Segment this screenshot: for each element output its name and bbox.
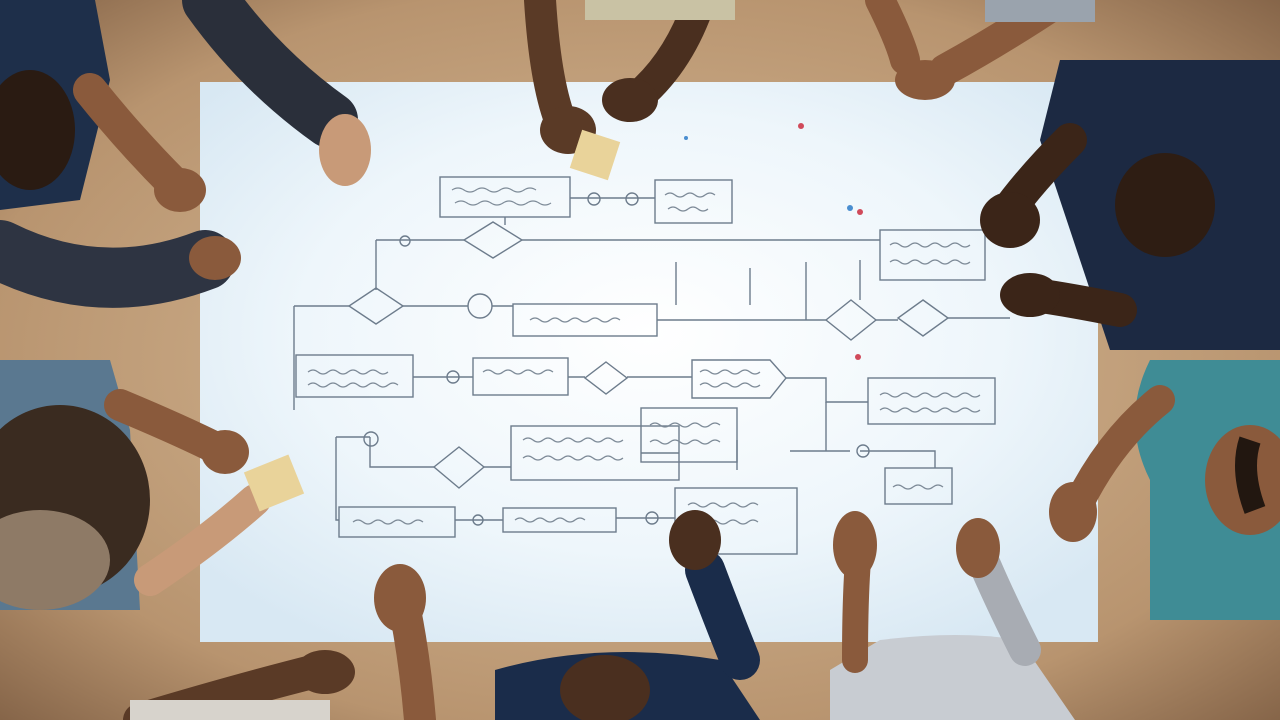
- process-box: [884, 467, 953, 505]
- connector-line: [294, 305, 1010, 321]
- process-box: [879, 229, 986, 281]
- person-right: [980, 60, 1280, 350]
- person-right-teal: [1049, 360, 1280, 620]
- process-box: [295, 354, 414, 398]
- person-top-center: [524, 0, 735, 181]
- process-box: [867, 377, 996, 425]
- person-bottom-left: [123, 564, 436, 720]
- person-top-arm-left: [182, 0, 371, 186]
- handwriting-scribbles: [307, 187, 981, 525]
- decision-diamond: [462, 221, 524, 259]
- decision-diamond: [583, 361, 629, 395]
- decision-diamond: [432, 446, 486, 489]
- marker-dots: [684, 123, 863, 360]
- process-box: [640, 407, 738, 463]
- connector-line: [293, 260, 861, 410]
- flowchart-sketch: [293, 176, 1010, 555]
- connector-line: [790, 402, 936, 468]
- decision-diamond: [824, 299, 878, 341]
- connector-node: [625, 192, 639, 206]
- process-arrow-box: [691, 359, 787, 399]
- connector-node: [363, 431, 379, 447]
- connector-line: [336, 436, 738, 470]
- sticky-note: [569, 129, 621, 181]
- connector-node: [856, 444, 870, 458]
- decision-diamond: [347, 287, 405, 325]
- person-top-right: [865, 0, 1095, 100]
- connector-node: [399, 235, 411, 247]
- connector-node: [446, 370, 460, 384]
- connector-line: [413, 376, 868, 403]
- person-left: [0, 360, 305, 610]
- person-bottom-right: [830, 511, 1075, 720]
- connector-node: [645, 511, 659, 525]
- person-bottom-center: [495, 510, 760, 720]
- sticky-note: [243, 454, 305, 512]
- connector-node: [472, 514, 484, 526]
- process-box: [338, 506, 456, 538]
- person-top-left: [0, 0, 241, 308]
- decision-diamond: [896, 299, 950, 337]
- process-box: [654, 179, 733, 224]
- connector-node: [587, 192, 601, 206]
